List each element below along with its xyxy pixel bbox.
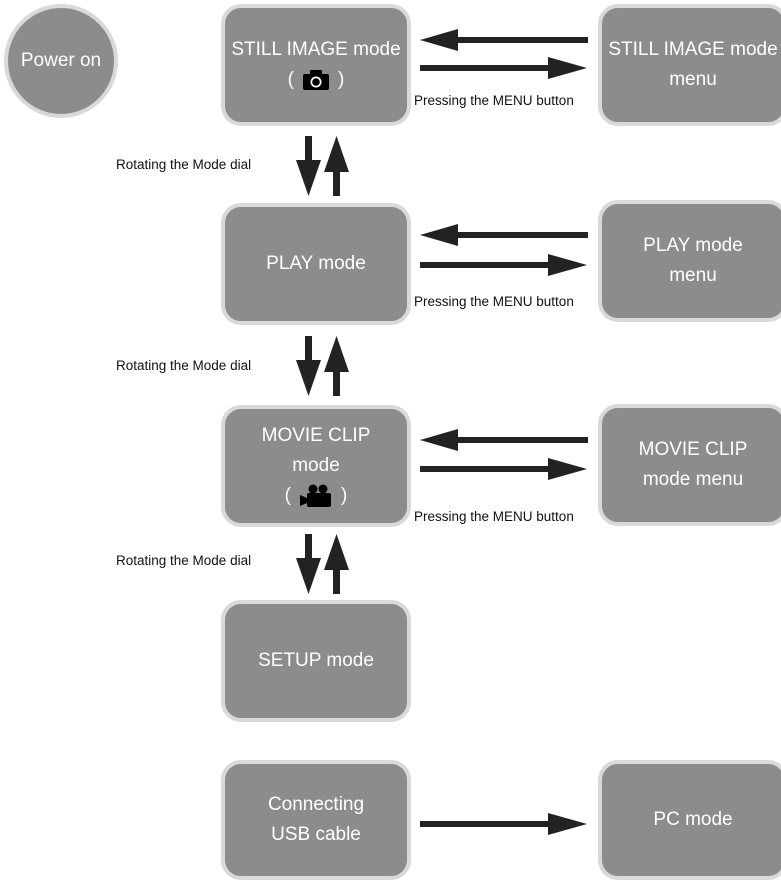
movie-clip-mode-line1: MOVIE CLIP (261, 425, 371, 446)
arrow-left-still-image (420, 29, 588, 51)
still-image-icon-line: ( ) (287, 65, 345, 95)
movie-clip-mode-line2: mode (292, 455, 340, 476)
pc-mode-box: PC mode (598, 760, 781, 880)
movie-camera-icon (300, 484, 331, 507)
still-image-menu-line2: menu (669, 69, 717, 90)
setup-mode-label: SETUP mode (258, 650, 374, 671)
arrow-down-3 (296, 534, 321, 594)
movie-clip-menu-line1: MOVIE CLIP (638, 439, 748, 460)
power-on-label: Power on (20, 50, 102, 71)
still-image-menu-line1: STILL IMAGE mode (608, 39, 778, 60)
menu-button-label-1: Pressing the MENU button (414, 93, 574, 108)
arrow-up-3 (324, 534, 349, 594)
arrow-down-2 (296, 336, 321, 396)
arrow-right-play (420, 254, 587, 276)
paren-close: ) (338, 69, 345, 90)
movie-clip-menu-box: MOVIE CLIP mode menu (598, 404, 781, 526)
paren-close: ) (341, 485, 348, 506)
play-menu-line2: menu (669, 265, 717, 286)
movie-clip-mode-box: MOVIE CLIP mode ( ) (221, 405, 411, 527)
connecting-usb-line1: Connecting (267, 794, 365, 815)
power-on-node: Power on (4, 4, 118, 118)
mode-dial-label-3: Rotating the Mode dial (116, 553, 252, 568)
play-menu-line1: PLAY mode (643, 235, 743, 256)
movie-clip-menu-line2: mode menu (642, 469, 744, 490)
arrow-left-movie-clip (420, 429, 588, 451)
connecting-usb-line2: USB cable (271, 824, 361, 845)
play-menu-box: PLAY mode menu (598, 200, 781, 322)
arrow-right-usb-pc (420, 813, 587, 835)
arrow-right-still-image (420, 57, 587, 79)
paren-open: ( (284, 485, 291, 506)
still-image-menu-box: STILL IMAGE mode menu (598, 4, 781, 126)
arrow-up-1 (324, 136, 349, 196)
movie-clip-icon-line: ( ) (284, 481, 348, 511)
camera-icon (303, 70, 329, 90)
play-mode-box: PLAY mode (221, 203, 411, 325)
arrow-down-1 (296, 136, 321, 196)
arrow-up-2 (324, 336, 349, 396)
still-image-mode-label: STILL IMAGE mode (231, 39, 401, 60)
play-mode-label: PLAY mode (266, 253, 366, 274)
paren-open: ( (287, 69, 294, 90)
menu-button-label-3: Pressing the MENU button (414, 509, 574, 524)
mode-dial-label-2: Rotating the Mode dial (116, 358, 252, 373)
pc-mode-label: PC mode (653, 809, 733, 830)
connecting-usb-box: Connecting USB cable (221, 760, 411, 880)
mode-dial-label-1: Rotating the Mode dial (116, 157, 252, 172)
arrow-left-play (420, 224, 588, 246)
still-image-mode-box: STILL IMAGE mode ( ) (221, 4, 411, 126)
arrow-right-movie-clip (420, 458, 587, 480)
setup-mode-box: SETUP mode (221, 600, 411, 722)
menu-button-label-2: Pressing the MENU button (414, 294, 574, 309)
